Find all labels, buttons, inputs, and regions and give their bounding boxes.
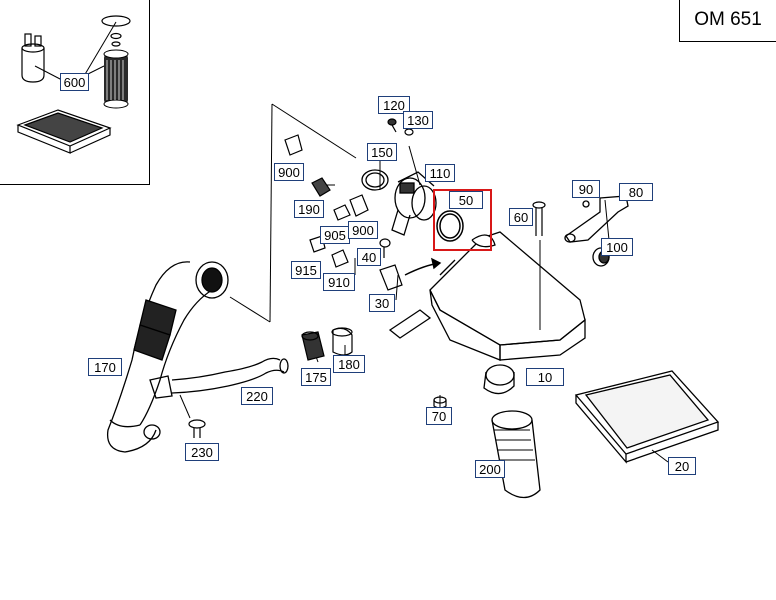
part-label-915[interactable]: 915 [291, 261, 321, 279]
filter-cartridge-icon [103, 49, 129, 109]
part-label-170[interactable]: 170 [88, 358, 122, 376]
screw-40-icon [379, 238, 391, 258]
screw-icon [387, 118, 414, 136]
part-label-175[interactable]: 175 [301, 368, 331, 386]
part-label-100[interactable]: 100 [601, 238, 633, 256]
part-label-90[interactable]: 90 [572, 180, 600, 198]
direction-arrow-icon [404, 257, 442, 276]
part-label-900-upper[interactable]: 900 [274, 163, 304, 181]
panel-filter-icon [16, 109, 112, 154]
part-label-220[interactable]: 220 [241, 387, 273, 405]
part-label-30[interactable]: 30 [369, 294, 395, 312]
part-label-900-lower[interactable]: 900 [348, 221, 378, 239]
bolt-60-icon [532, 201, 546, 236]
part-label-130[interactable]: 130 [403, 111, 433, 129]
inset-drawing [16, 15, 131, 154]
highlight-box-part-50 [433, 189, 492, 251]
seal-ring-icon [436, 210, 464, 242]
sleeve-icon [301, 327, 353, 361]
sensor-connector-icon [284, 134, 403, 291]
part-label-110[interactable]: 110 [425, 164, 455, 182]
air-filter-housing-icon [388, 231, 586, 395]
part-label-80[interactable]: 80 [619, 183, 653, 201]
mounting-bracket-icon [564, 195, 629, 243]
panel-air-filter-icon [574, 370, 720, 464]
part-label-20[interactable]: 20 [668, 457, 696, 475]
intake-hose-icon [106, 261, 229, 453]
reference-lines [179, 103, 611, 419]
part-label-70[interactable]: 70 [426, 407, 452, 425]
hose-clamp-icon [361, 169, 389, 191]
inset-filter-panel [0, 0, 150, 185]
part-label-230[interactable]: 230 [185, 443, 219, 461]
part-label-600[interactable]: 600 [60, 73, 89, 91]
part-label-190[interactable]: 190 [294, 200, 324, 218]
engine-code-label: OM 651 [679, 0, 776, 42]
part-label-150[interactable]: 150 [367, 143, 397, 161]
part-label-50[interactable]: 50 [449, 191, 483, 209]
part-label-910[interactable]: 910 [323, 273, 355, 291]
air-pipe-icon [149, 357, 289, 399]
o-ring-icon [101, 15, 131, 47]
part-label-905[interactable]: 905 [320, 226, 350, 244]
part-label-60[interactable]: 60 [509, 208, 533, 226]
part-label-180[interactable]: 180 [333, 355, 365, 373]
part-label-40[interactable]: 40 [357, 248, 381, 266]
part-label-200[interactable]: 200 [475, 460, 505, 478]
bolt-icon [188, 419, 206, 438]
fuel-filter-housing-icon [21, 33, 45, 83]
part-label-120[interactable]: 120 [378, 96, 410, 114]
intake-duct-icon [491, 410, 541, 499]
part-label-10[interactable]: 10 [526, 368, 564, 386]
